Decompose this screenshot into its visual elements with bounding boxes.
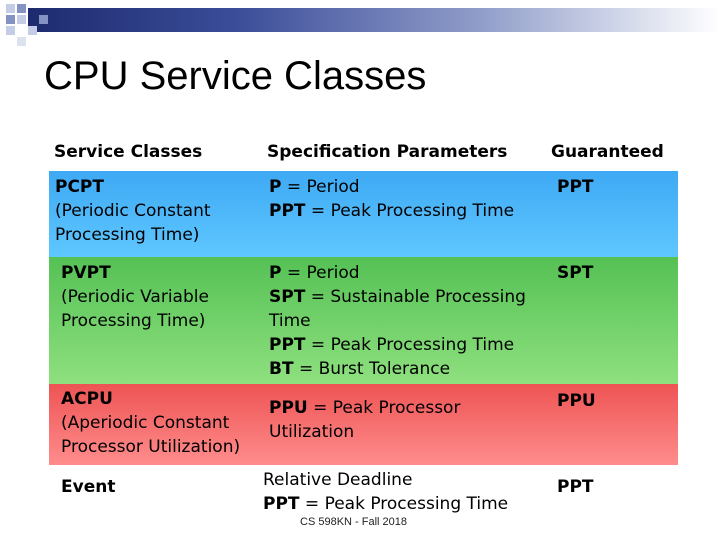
parameter-text: = Burst Tolerance <box>293 359 451 379</box>
guaranteed-value: PPT <box>557 477 594 497</box>
parameter-abbr: BT <box>269 359 294 379</box>
specification-cell: Relative Deadline PPT = Peak Processing … <box>263 468 508 516</box>
parameter-text: = Peak Processor <box>307 398 461 418</box>
parameter-abbr: PPT <box>269 201 306 221</box>
specification-cell: P = Period PPT = Peak Processing Time <box>269 175 514 223</box>
decorative-header-bar <box>0 0 720 46</box>
parameter-text: = Period <box>281 263 360 283</box>
deco-square <box>6 26 15 35</box>
table-row-event: Event Relative Deadline PPT = Peak Proce… <box>49 465 678 522</box>
specification-cell: PPU = Peak Processor Utilization <box>269 396 460 444</box>
service-class-name: PCPT <box>55 177 104 197</box>
guaranteed-value: PPU <box>557 391 596 411</box>
deco-square <box>28 26 37 35</box>
deco-square <box>17 15 26 24</box>
parameter-abbr: PPT <box>263 494 300 514</box>
parameter-abbr: SPT <box>269 287 306 307</box>
header-guaranteed: Guaranteed <box>551 142 664 162</box>
service-class-name: Event <box>61 477 116 497</box>
deco-square <box>39 15 48 24</box>
parameter-line: PPT = Peak Processing Time <box>269 199 514 223</box>
service-class-cell: PCPT (Periodic Constant Processing Time) <box>55 175 211 247</box>
slide-footer: CS 598KN - Fall 2018 <box>300 516 407 528</box>
header-specification-parameters: Specification Parameters <box>267 142 508 162</box>
parameter-abbr: P <box>269 263 282 283</box>
parameter-text: = Sustainable Processing <box>305 287 526 307</box>
table-row-acpu: ACPU (Aperiodic Constant Processor Utili… <box>49 384 678 465</box>
parameter-text: = Period <box>281 177 360 197</box>
parameter-text: Time <box>269 311 311 331</box>
service-class-description: (Periodic Variable <box>61 287 209 307</box>
service-class-name: PVPT <box>61 263 111 283</box>
service-class-description: (Periodic Constant <box>55 201 211 221</box>
gradient-bar <box>28 8 720 32</box>
parameter-line: PPT = Peak Processing Time <box>269 333 526 357</box>
service-classes-table: Service Classes Specification Parameters… <box>49 134 678 522</box>
parameter-line: PPU = Peak Processor <box>269 396 460 420</box>
service-class-description: Processing Time) <box>55 225 200 245</box>
specification-cell: P = Period SPT = Sustainable Processing … <box>269 261 526 381</box>
deco-square <box>6 15 15 24</box>
parameter-abbr: PPT <box>269 335 306 355</box>
parameter-text: Relative Deadline <box>263 470 413 490</box>
deco-square <box>6 4 15 13</box>
parameter-text: = Peak Processing Time <box>305 335 515 355</box>
guaranteed-value: PPT <box>557 177 594 197</box>
parameter-line: P = Period <box>269 261 526 285</box>
parameter-line: PPT = Peak Processing Time <box>263 492 508 516</box>
parameter-text: Utilization <box>269 422 355 442</box>
header-service-classes: Service Classes <box>54 142 203 162</box>
parameter-line: Relative Deadline <box>263 468 508 492</box>
service-class-cell: PVPT (Periodic Variable Processing Time) <box>61 261 209 333</box>
parameter-line: BT = Burst Tolerance <box>269 357 526 381</box>
service-class-cell: ACPU (Aperiodic Constant Processor Utili… <box>61 387 240 459</box>
parameter-line: P = Period <box>269 175 514 199</box>
deco-square <box>17 4 26 13</box>
parameter-text: = Peak Processing Time <box>299 494 509 514</box>
parameter-abbr: PPU <box>269 398 308 418</box>
service-class-description: Processor Utilization) <box>61 437 241 457</box>
service-class-name: ACPU <box>61 389 113 409</box>
service-class-description: (Aperiodic Constant <box>61 413 230 433</box>
deco-square <box>17 37 26 46</box>
parameter-line: Time <box>269 309 526 333</box>
parameter-text: = Peak Processing Time <box>305 201 515 221</box>
parameter-line: SPT = Sustainable Processing <box>269 285 526 309</box>
guaranteed-value: SPT <box>557 263 594 283</box>
slide-title: CPU Service Classes <box>44 54 427 98</box>
parameter-line: Utilization <box>269 420 460 444</box>
service-class-description: Processing Time) <box>61 311 206 331</box>
parameter-abbr: P <box>269 177 282 197</box>
table-row-pcpt: PCPT (Periodic Constant Processing Time)… <box>49 171 678 257</box>
table-row-pvpt: PVPT (Periodic Variable Processing Time)… <box>49 257 678 384</box>
